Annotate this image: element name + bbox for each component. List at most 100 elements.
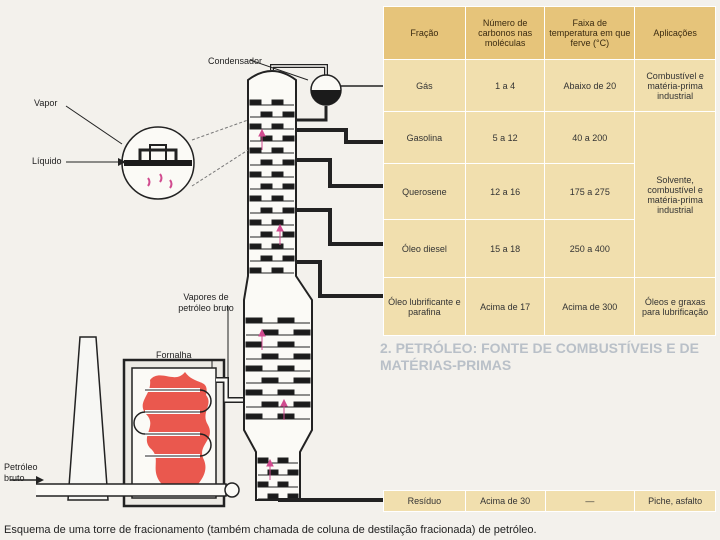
cell-fracao: Óleo diesel	[383, 219, 466, 278]
tower-tray	[249, 219, 262, 226]
table-row: Óleo diesel 15 a 18 250 a 400	[383, 219, 716, 278]
tower-tray	[245, 413, 263, 420]
tower-tray	[271, 99, 284, 106]
outlet-oleo	[296, 260, 384, 298]
cell-aplicacoes: Piche, asfalto	[634, 490, 716, 512]
tower-trays	[245, 99, 311, 500]
cell-carbonos: 12 a 16	[464, 163, 546, 220]
table-row: Gás 1 a 4 Abaixo de 20 Combustível e mat…	[383, 59, 716, 112]
tower-tray	[282, 207, 295, 214]
tower-tray	[257, 457, 269, 464]
tower-tray	[260, 135, 273, 142]
tower-tray	[287, 469, 299, 476]
label-petroleo-bruto: Petróleo bruto	[4, 462, 38, 483]
header-aplicacoes: Aplicações	[634, 6, 716, 60]
tower-tray	[271, 267, 284, 274]
tower-tray	[249, 171, 262, 178]
tower-tray	[260, 183, 273, 190]
tower-tray	[249, 195, 262, 202]
table-row: Resíduo Acima de 30 — Piche, asfalto	[383, 490, 716, 512]
label-vapor: Vapor	[34, 98, 58, 108]
cell-carbonos: 1 a 4	[464, 59, 546, 112]
cell-faixa: Abaixo de 20	[544, 59, 636, 112]
label-fornalha: Fornalha	[156, 350, 192, 360]
condenser-return	[296, 106, 328, 122]
cell-aplicacoes: Óleos e graxas para lubrificação	[634, 277, 716, 336]
tower-tray	[282, 135, 295, 142]
tower-tray	[260, 231, 273, 238]
chimney	[67, 336, 109, 501]
cell-fracao: Óleo lubrificante e parafina	[383, 277, 466, 336]
tower-tray	[282, 231, 295, 238]
label-condensador: Condensador	[208, 56, 263, 66]
outlet-gasolina	[296, 128, 384, 144]
tower-tray	[282, 159, 295, 166]
cell-carbonos: 15 a 18	[464, 219, 546, 278]
tower-tray	[277, 365, 295, 372]
cell-faixa: 40 a 200	[544, 111, 636, 164]
tower-tray	[271, 243, 284, 250]
tower-tray	[282, 183, 295, 190]
cell-fracao: Gás	[383, 59, 466, 112]
cell-fracao: Querosene	[383, 163, 466, 220]
tower-tray	[277, 457, 289, 464]
tower-tray	[277, 341, 295, 348]
crude-oil-pipe	[36, 483, 227, 497]
table-row: Gasolina 5 a 12 40 a 200 Solvente, combu…	[383, 111, 716, 278]
tower-tray	[271, 123, 284, 130]
tower-tray	[282, 111, 295, 118]
cell-faixa: —	[544, 490, 636, 512]
tower-tray	[260, 159, 273, 166]
label-vapores-de-petroleo: Vapores de petróleo bruto	[178, 292, 234, 313]
header-faixa: Faixa de temperatura em que ferve (°C)	[544, 6, 636, 60]
tower-tray	[261, 401, 279, 408]
tower-tray	[261, 377, 279, 384]
cell-fracao: Resíduo	[383, 490, 466, 512]
tower-tray	[249, 267, 262, 274]
fraction-table: Fração Número de carbonos nas moléculas …	[383, 6, 716, 336]
cell-faixa: Acima de 300	[544, 277, 636, 336]
outlet-querosene	[296, 158, 384, 188]
cell-carbonos: Acima de 30	[464, 490, 546, 512]
tower-tray	[260, 207, 273, 214]
tower-tray	[293, 377, 311, 384]
tower-tray	[249, 243, 262, 250]
tower-tray	[271, 171, 284, 178]
cell-aplicacoes: Combustível e matéria-prima industrial	[634, 59, 716, 112]
tower-tray	[249, 147, 262, 154]
tower-tray	[249, 99, 262, 106]
tower-tray	[277, 481, 289, 488]
background-heading: 2. PETRÓLEO: FONTE DE COMBUSTÍVEIS E DE …	[380, 340, 699, 373]
valve	[224, 482, 240, 498]
header-carbonos: Número de carbonos nas moléculas	[464, 6, 546, 60]
tower-tray	[277, 389, 295, 396]
table-header-row: Fração Número de carbonos nas moléculas …	[383, 6, 716, 60]
tower-tray	[267, 493, 279, 500]
vapor-arrows	[258, 128, 288, 480]
tower-tray	[293, 401, 311, 408]
tower-tray	[249, 123, 262, 130]
tower-tray	[282, 255, 295, 262]
residue-table: Resíduo Acima de 30 — Piche, asfalto	[383, 490, 716, 512]
tower-tray	[277, 413, 295, 420]
tower-tray	[271, 219, 284, 226]
cell-carbonos: Acima de 17	[464, 277, 546, 336]
furnace	[122, 358, 226, 508]
cell-aplicacoes: Solvente, combustível e matéria-prima in…	[634, 111, 716, 278]
label-liquido: Líquido	[32, 156, 62, 166]
tower-tray	[257, 481, 269, 488]
figure-caption: Esquema de uma torre de fracionamento (t…	[4, 524, 537, 536]
outlet-diesel	[296, 208, 384, 246]
tower-tray	[271, 195, 284, 202]
tower-tray	[245, 365, 263, 372]
cell-faixa: 250 a 400	[544, 219, 636, 278]
cell-fracao: Gasolina	[383, 111, 466, 164]
cell-faixa: 175 a 275	[544, 163, 636, 220]
tower-tray	[271, 147, 284, 154]
tower-tray	[293, 329, 311, 336]
tower-tray	[261, 353, 279, 360]
tower-tray	[245, 317, 263, 324]
tower-tray	[260, 255, 273, 262]
bubble-cap-detail	[121, 119, 249, 200]
